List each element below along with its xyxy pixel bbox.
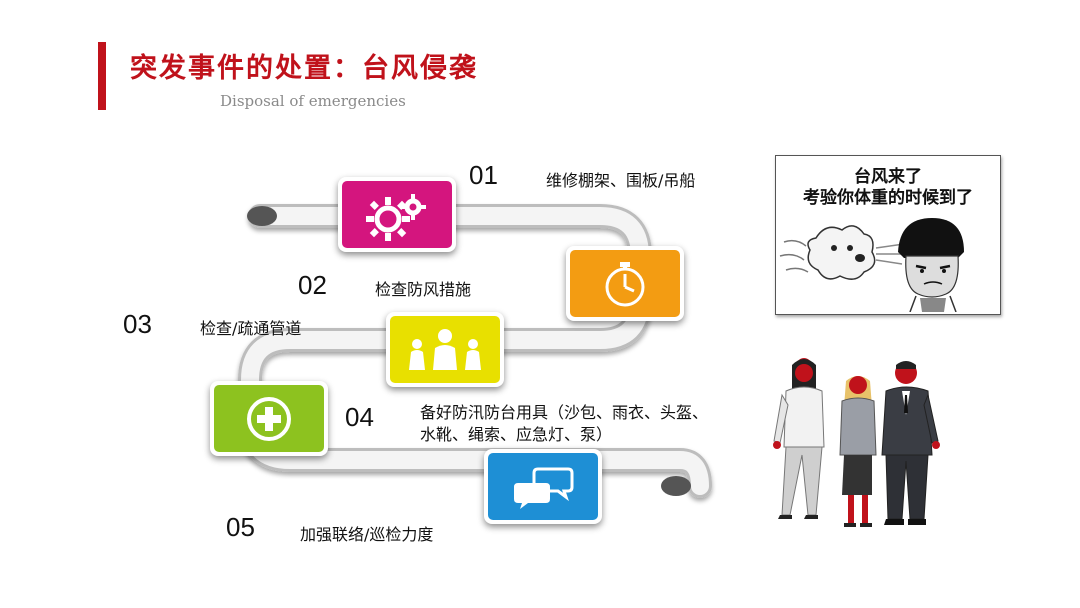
meme-illustration [779,218,964,312]
page-title: 突发事件的处置：台风侵袭 [130,53,478,84]
step-02-tile-fill [570,250,680,317]
step-01-tile-fill [342,181,452,248]
meme-caption-line2: 考验你体重的时候到了 [803,188,973,208]
track-end-cap [661,476,691,496]
stopwatch-icon [605,261,645,306]
step-02-text: 检查防风措施 [375,280,472,299]
business-people-illustration [773,358,940,527]
step-03-text: 检查/疏通管道 [200,319,302,338]
step-03-tile [386,312,504,387]
step-04-number: 04 [345,402,374,432]
woman-left-figure [773,358,825,519]
title-accent-bar [98,42,106,110]
step-05-text: 加强联络/巡检力度 [300,525,434,544]
step-04-text-line2: 水靴、绳索、应急灯、泵） [420,425,613,444]
gears-icon [366,193,426,241]
step-02-tile [566,246,684,321]
step-01-text: 维修棚架、围板/吊船 [546,171,696,190]
step-05-tile [484,449,602,524]
step-04-tile [210,381,328,456]
step-01-tile [338,177,456,252]
people-icon [409,328,481,370]
plus-circle-icon [247,396,291,441]
step-05-number: 05 [226,512,255,542]
step-03-number: 03 [123,309,152,339]
chat-bubbles-icon [514,467,574,509]
man-right-figure [881,361,940,525]
meme-caption-line1: 台风来了 [854,167,922,187]
step-01-number: 01 [469,160,498,190]
step-05-tile-fill [488,453,598,520]
woman-middle-figure [839,376,877,527]
track-start-cap [247,206,277,226]
page-subtitle: Disposal of emergencies [220,92,406,110]
step-04-tile-fill [214,385,324,452]
step-02-number: 02 [298,270,327,300]
step-04-text-line1: 备好防汛防台用具（沙包、雨衣、头盔、 [420,403,709,422]
step-03-tile-fill [390,316,500,383]
meme-image: 台风来了 考验你体重的时候到了 [775,155,1001,315]
